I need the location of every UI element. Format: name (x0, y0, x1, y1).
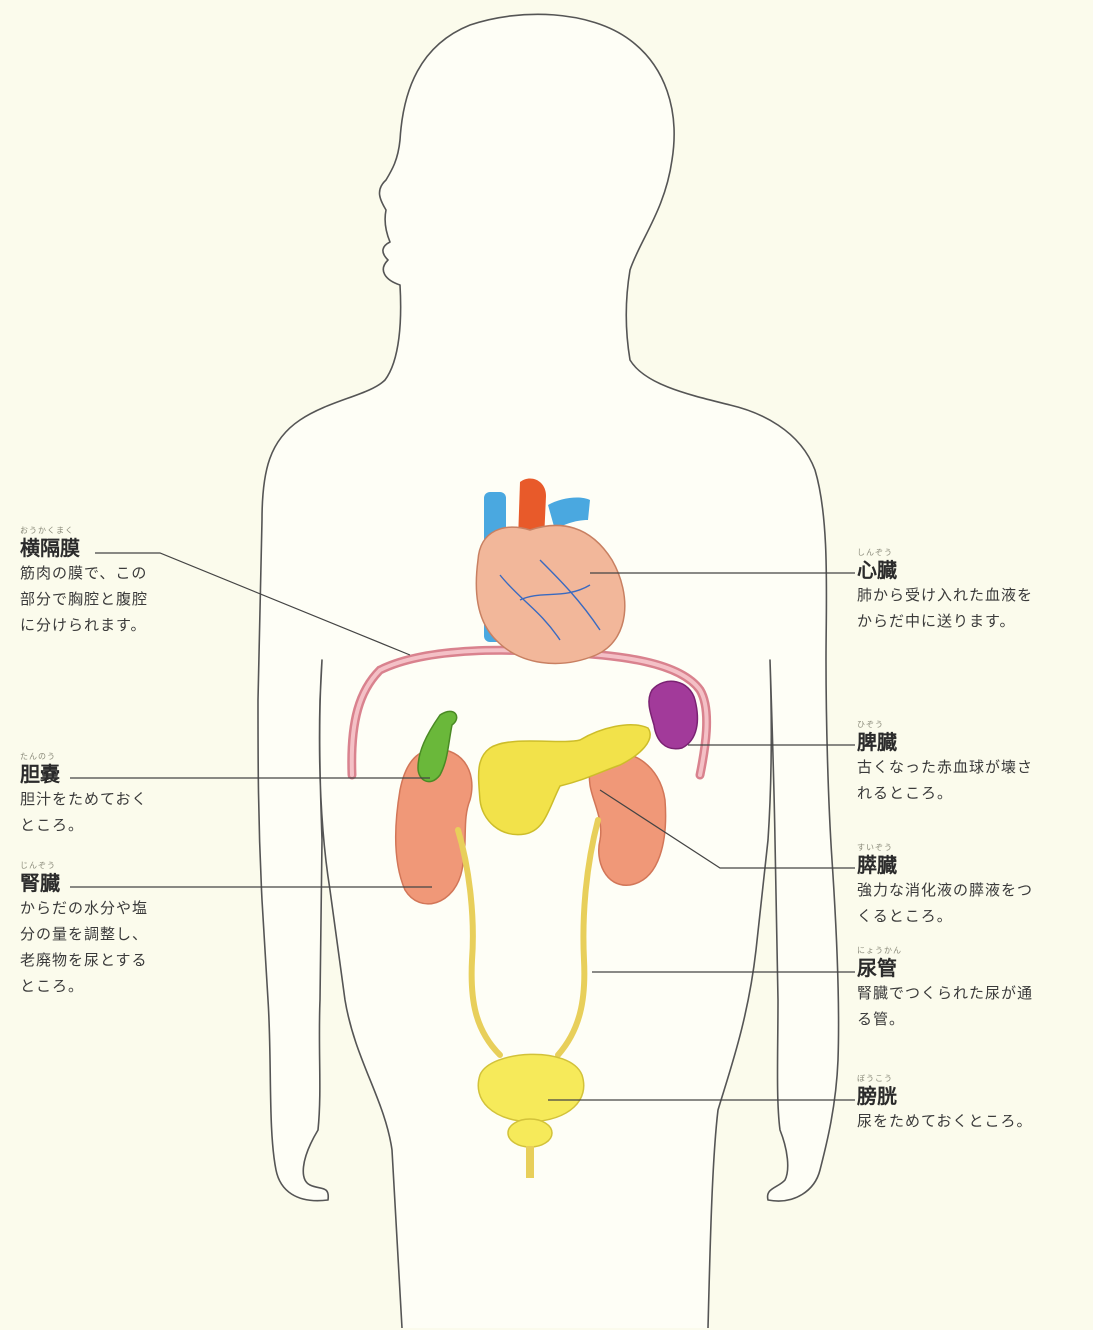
diaphragm-desc-1: 筋肉の膜で、この (20, 560, 250, 586)
bladder-desc-1: 尿をためておくところ。 (857, 1108, 1089, 1134)
diaphragm-ruby: おうかくまく (20, 526, 250, 536)
spleen-ruby: ひぞう (857, 720, 1089, 730)
pancreas-ruby: すいぞう (857, 843, 1089, 853)
label-bladder: ぼうこう 膀胱 尿をためておくところ。 (857, 1074, 1089, 1134)
heart-desc-2: からだ中に送ります。 (857, 608, 1089, 634)
pancreas-desc-2: くるところ。 (857, 903, 1089, 929)
label-gallbladder: たんのう 胆嚢 胆汁をためておく ところ。 (20, 752, 240, 838)
heart-ruby: しんぞう (857, 548, 1089, 558)
bladder-name: 膀胱 (857, 1084, 1089, 1108)
diaphragm-name: 横隔膜 (20, 536, 250, 560)
spleen-desc-2: れるところ。 (857, 780, 1089, 806)
heart-desc-1: 肺から受け入れた血液を (857, 582, 1089, 608)
kidney-desc-2: 分の量を調整し、 (20, 921, 240, 947)
ureter-name: 尿管 (857, 956, 1089, 980)
kidney-desc-3: 老廃物を尿とする (20, 947, 240, 973)
gallbladder-ruby: たんのう (20, 752, 240, 762)
diaphragm-desc-3: に分けられます。 (20, 612, 250, 638)
spleen-desc-1: 古くなった赤血球が壊さ (857, 754, 1089, 780)
ureter-ruby: にょうかん (857, 946, 1089, 956)
kidney-desc-4: ところ。 (20, 973, 240, 999)
label-kidney: じんぞう 腎臓 からだの水分や塩 分の量を調整し、 老廃物を尿とする ところ。 (20, 861, 240, 999)
gallbladder-desc-2: ところ。 (20, 812, 240, 838)
heart-name: 心臓 (857, 558, 1089, 582)
spleen-name: 脾臓 (857, 730, 1089, 754)
kidney-name: 腎臓 (20, 871, 240, 895)
pancreas-name: 膵臓 (857, 853, 1089, 877)
gallbladder-desc-1: 胆汁をためておく (20, 786, 240, 812)
label-spleen: ひぞう 脾臓 古くなった赤血球が壊さ れるところ。 (857, 720, 1089, 806)
pancreas-desc-1: 強力な消化液の膵液をつ (857, 877, 1089, 903)
kidney-ruby: じんぞう (20, 861, 240, 871)
label-heart: しんぞう 心臓 肺から受け入れた血液を からだ中に送ります。 (857, 548, 1089, 634)
gallbladder-name: 胆嚢 (20, 762, 240, 786)
kidney-desc-1: からだの水分や塩 (20, 895, 240, 921)
bladder-ruby: ぼうこう (857, 1074, 1089, 1084)
diaphragm-desc-2: 部分で胸腔と腹腔 (20, 586, 250, 612)
label-diaphragm: おうかくまく 横隔膜 筋肉の膜で、この 部分で胸腔と腹腔 に分けられます。 (20, 526, 250, 638)
label-pancreas: すいぞう 膵臓 強力な消化液の膵液をつ くるところ。 (857, 843, 1089, 929)
ureter-desc-2: る管。 (857, 1006, 1089, 1032)
ureter-desc-1: 腎臓でつくられた尿が通 (857, 980, 1089, 1006)
label-ureter: にょうかん 尿管 腎臓でつくられた尿が通 る管。 (857, 946, 1089, 1032)
